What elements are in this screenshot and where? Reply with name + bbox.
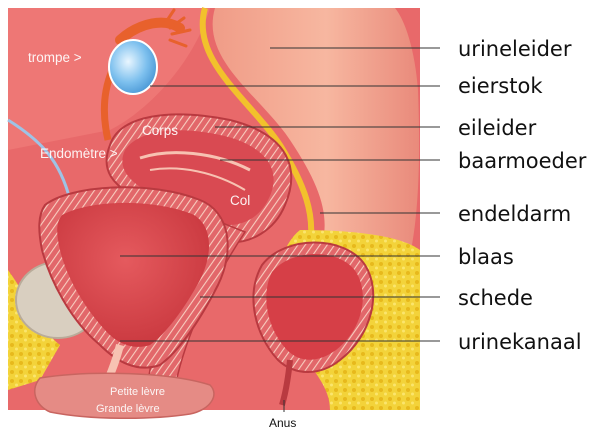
label-urinekanaal: urinekanaal bbox=[458, 330, 582, 354]
label-grande-levre: Grande lèvre bbox=[96, 403, 160, 415]
label-trompe: trompe > bbox=[28, 50, 82, 65]
label-col: Col bbox=[230, 193, 250, 208]
label-schede: schede bbox=[458, 286, 533, 310]
label-petite-levre: Petite lèvre bbox=[110, 386, 165, 398]
label-eileider: eileider bbox=[458, 116, 537, 140]
label-eierstok: eierstok bbox=[458, 74, 543, 98]
label-endometre: Endomètre > bbox=[40, 146, 118, 161]
label-corps: Corps bbox=[142, 123, 178, 138]
label-urineleider: urineleider bbox=[458, 37, 572, 61]
label-anus: Anus bbox=[269, 416, 296, 430]
label-endeldarm: endeldarm bbox=[458, 202, 571, 226]
label-blaas: blaas bbox=[458, 245, 514, 269]
label-baarmoeder: baarmoeder bbox=[458, 149, 587, 173]
